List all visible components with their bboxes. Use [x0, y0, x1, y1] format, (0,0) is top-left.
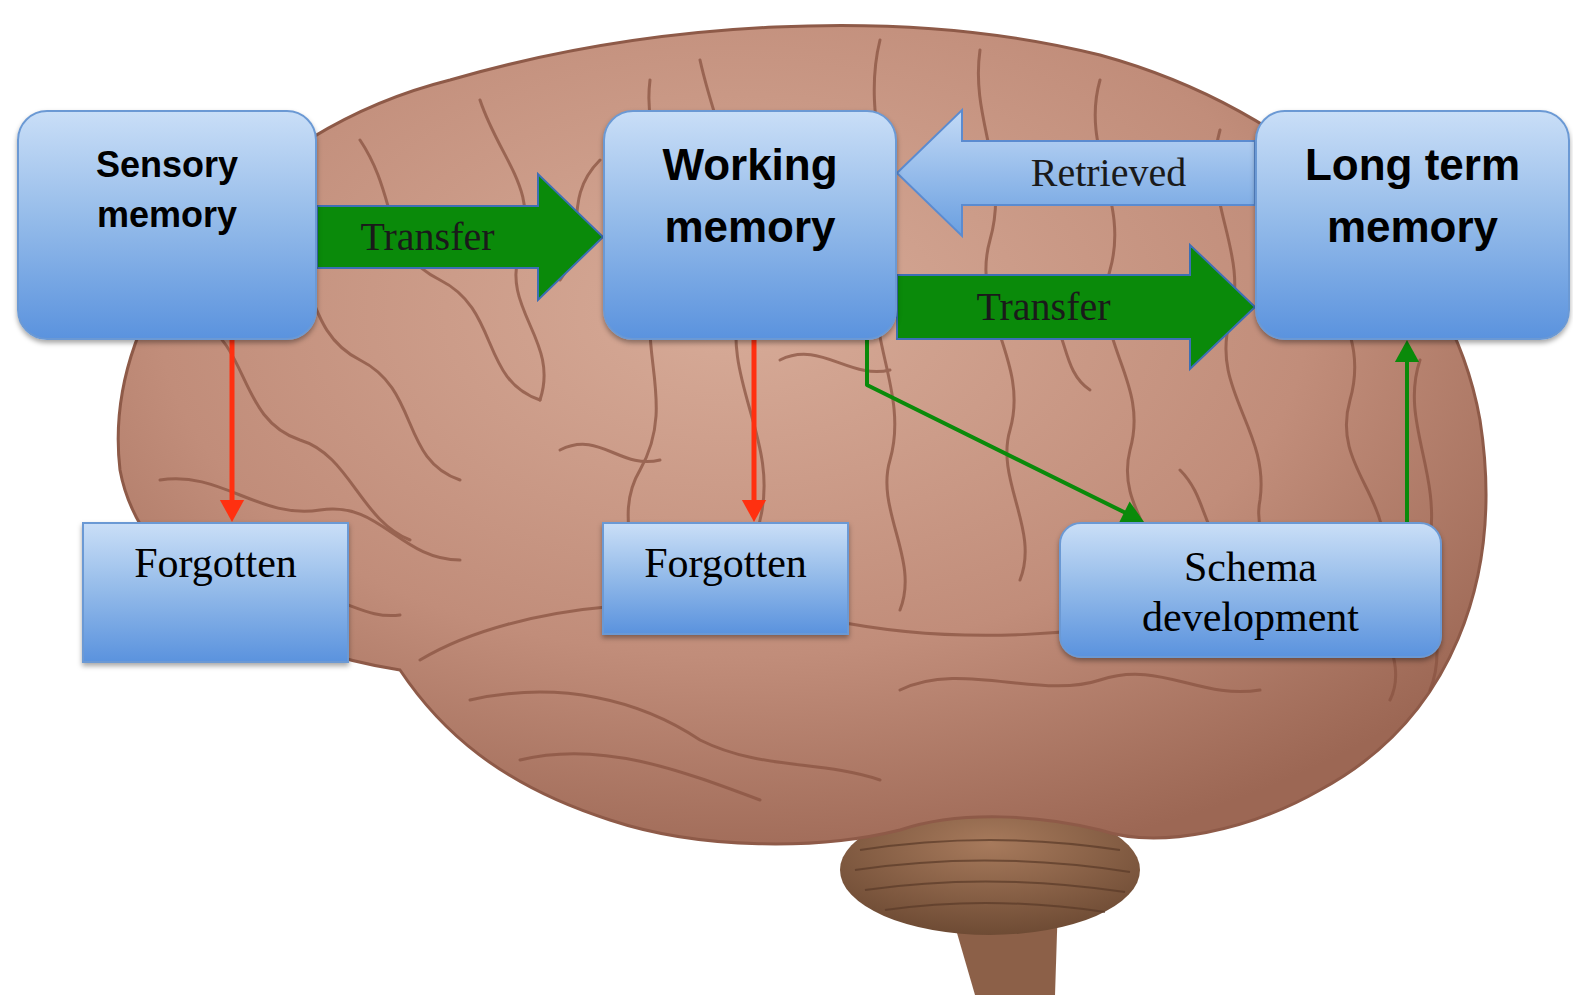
retrieve-arrow [897, 110, 1255, 236]
node-label: Working memory [615, 134, 885, 258]
arrowhead [1395, 340, 1419, 362]
forget-arrow [220, 340, 244, 522]
arrowhead [220, 500, 244, 522]
arrowhead [742, 500, 766, 522]
connector-line [752, 340, 757, 504]
block-arrow-shape [897, 245, 1255, 369]
outcome-box: Forgotten [82, 522, 349, 663]
cerebellum-folds [855, 840, 1130, 912]
node-label: Schema development [1116, 542, 1386, 642]
process-box: Schema development [1059, 522, 1442, 658]
arrow-label: Transfer [976, 287, 1110, 327]
arrow-label: Transfer [360, 217, 494, 257]
arrowhead [1119, 501, 1144, 523]
node-label: Long term memory [1268, 134, 1558, 258]
memory-store-box: Sensory memory [17, 110, 317, 340]
transfer-arrow [317, 174, 603, 300]
memory-store-box: Long term memory [1255, 110, 1570, 340]
memory-store-box: Working memory [603, 110, 897, 340]
connector-line [1405, 358, 1409, 522]
connector-line [867, 340, 1128, 514]
schema-arrow [867, 340, 1144, 523]
block-arrow-shape [317, 174, 603, 300]
brain-gyri [160, 40, 1437, 800]
forget-arrow [742, 340, 766, 522]
transfer-arrow [897, 245, 1255, 369]
schema-arrow [1395, 340, 1419, 522]
outcome-box: Forgotten [602, 522, 849, 635]
connector-line [230, 340, 235, 504]
block-arrow-shape [897, 110, 1255, 236]
node-label: Sensory memory [67, 140, 267, 240]
node-label: Forgotten [644, 538, 807, 588]
arrow-label: Retrieved [1031, 153, 1187, 193]
node-label: Forgotten [134, 538, 297, 588]
